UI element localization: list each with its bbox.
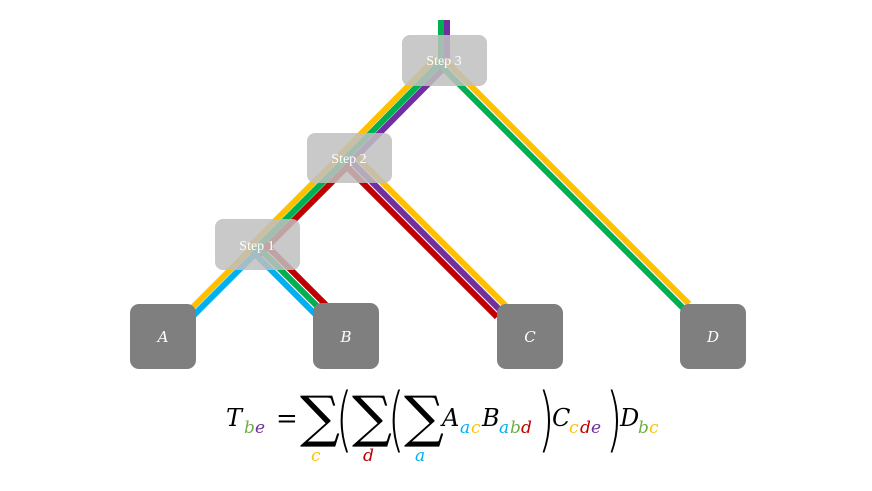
edge-step3-D <box>438 58 692 312</box>
term-D-sub-c: c <box>649 418 659 438</box>
tensor-node-C[interactable]: C <box>497 304 563 369</box>
lhs-sub-b: b <box>244 418 255 438</box>
tensor-node-A[interactable]: A <box>130 304 196 369</box>
tensor-label-B: B <box>339 328 351 346</box>
tensor-label-A: A <box>156 328 169 346</box>
term-B-sub-a: a <box>499 418 510 438</box>
edges <box>185 20 692 320</box>
sum-index-c: c <box>311 446 321 466</box>
tensor-node-B[interactable]: B <box>313 303 379 369</box>
open-paren-outer: ( <box>336 378 353 460</box>
term-D-sub-b: b <box>638 418 649 438</box>
term-C-sub-c: c <box>569 418 579 438</box>
step-box-1[interactable]: Step 1 <box>215 219 300 270</box>
term-C-sub-e: e <box>591 418 602 438</box>
sum-index-d: d <box>363 446 374 466</box>
term-B-sub-b: b <box>510 418 521 438</box>
term-C-sub-d: d <box>580 418 591 438</box>
close-paren-inner: ) <box>538 378 555 460</box>
term-A-sub-c: c <box>471 418 481 438</box>
sum-symbol-d: ∑ <box>352 385 392 450</box>
step-box-3[interactable]: Step 3 <box>402 35 487 86</box>
tensor-label-D: D <box>706 328 719 346</box>
sum-symbol-c: ∑ <box>300 385 340 450</box>
term-B-symbol: B <box>482 404 500 432</box>
open-paren-inner: ( <box>388 378 405 460</box>
sum-symbol-a: ∑ <box>404 385 444 450</box>
term-A-sub-a: a <box>460 418 471 438</box>
step-label-1: Step 1 <box>239 239 274 254</box>
step-box-2[interactable]: Step 2 <box>307 133 392 183</box>
term-A-symbol: A <box>442 404 460 432</box>
step-label-3: Step 3 <box>426 54 461 69</box>
term-B-sub-d: d <box>521 418 532 438</box>
tensor-label-C: C <box>524 328 536 346</box>
close-paren-outer: ) <box>606 378 623 460</box>
equals-sign: = <box>276 404 298 434</box>
step-label-2: Step 2 <box>331 152 366 167</box>
term-C-symbol: C <box>552 404 571 432</box>
term-D-symbol: D <box>620 404 640 432</box>
lhs-symbol: T <box>226 404 243 432</box>
tensor-node-D[interactable]: D <box>680 304 746 369</box>
lhs-sub-e: e <box>255 418 266 438</box>
contraction-equation: T b e = ∑ c ( ∑ d ( ∑ a A a c B a b d ) … <box>222 384 662 478</box>
sum-index-a: a <box>415 446 426 466</box>
